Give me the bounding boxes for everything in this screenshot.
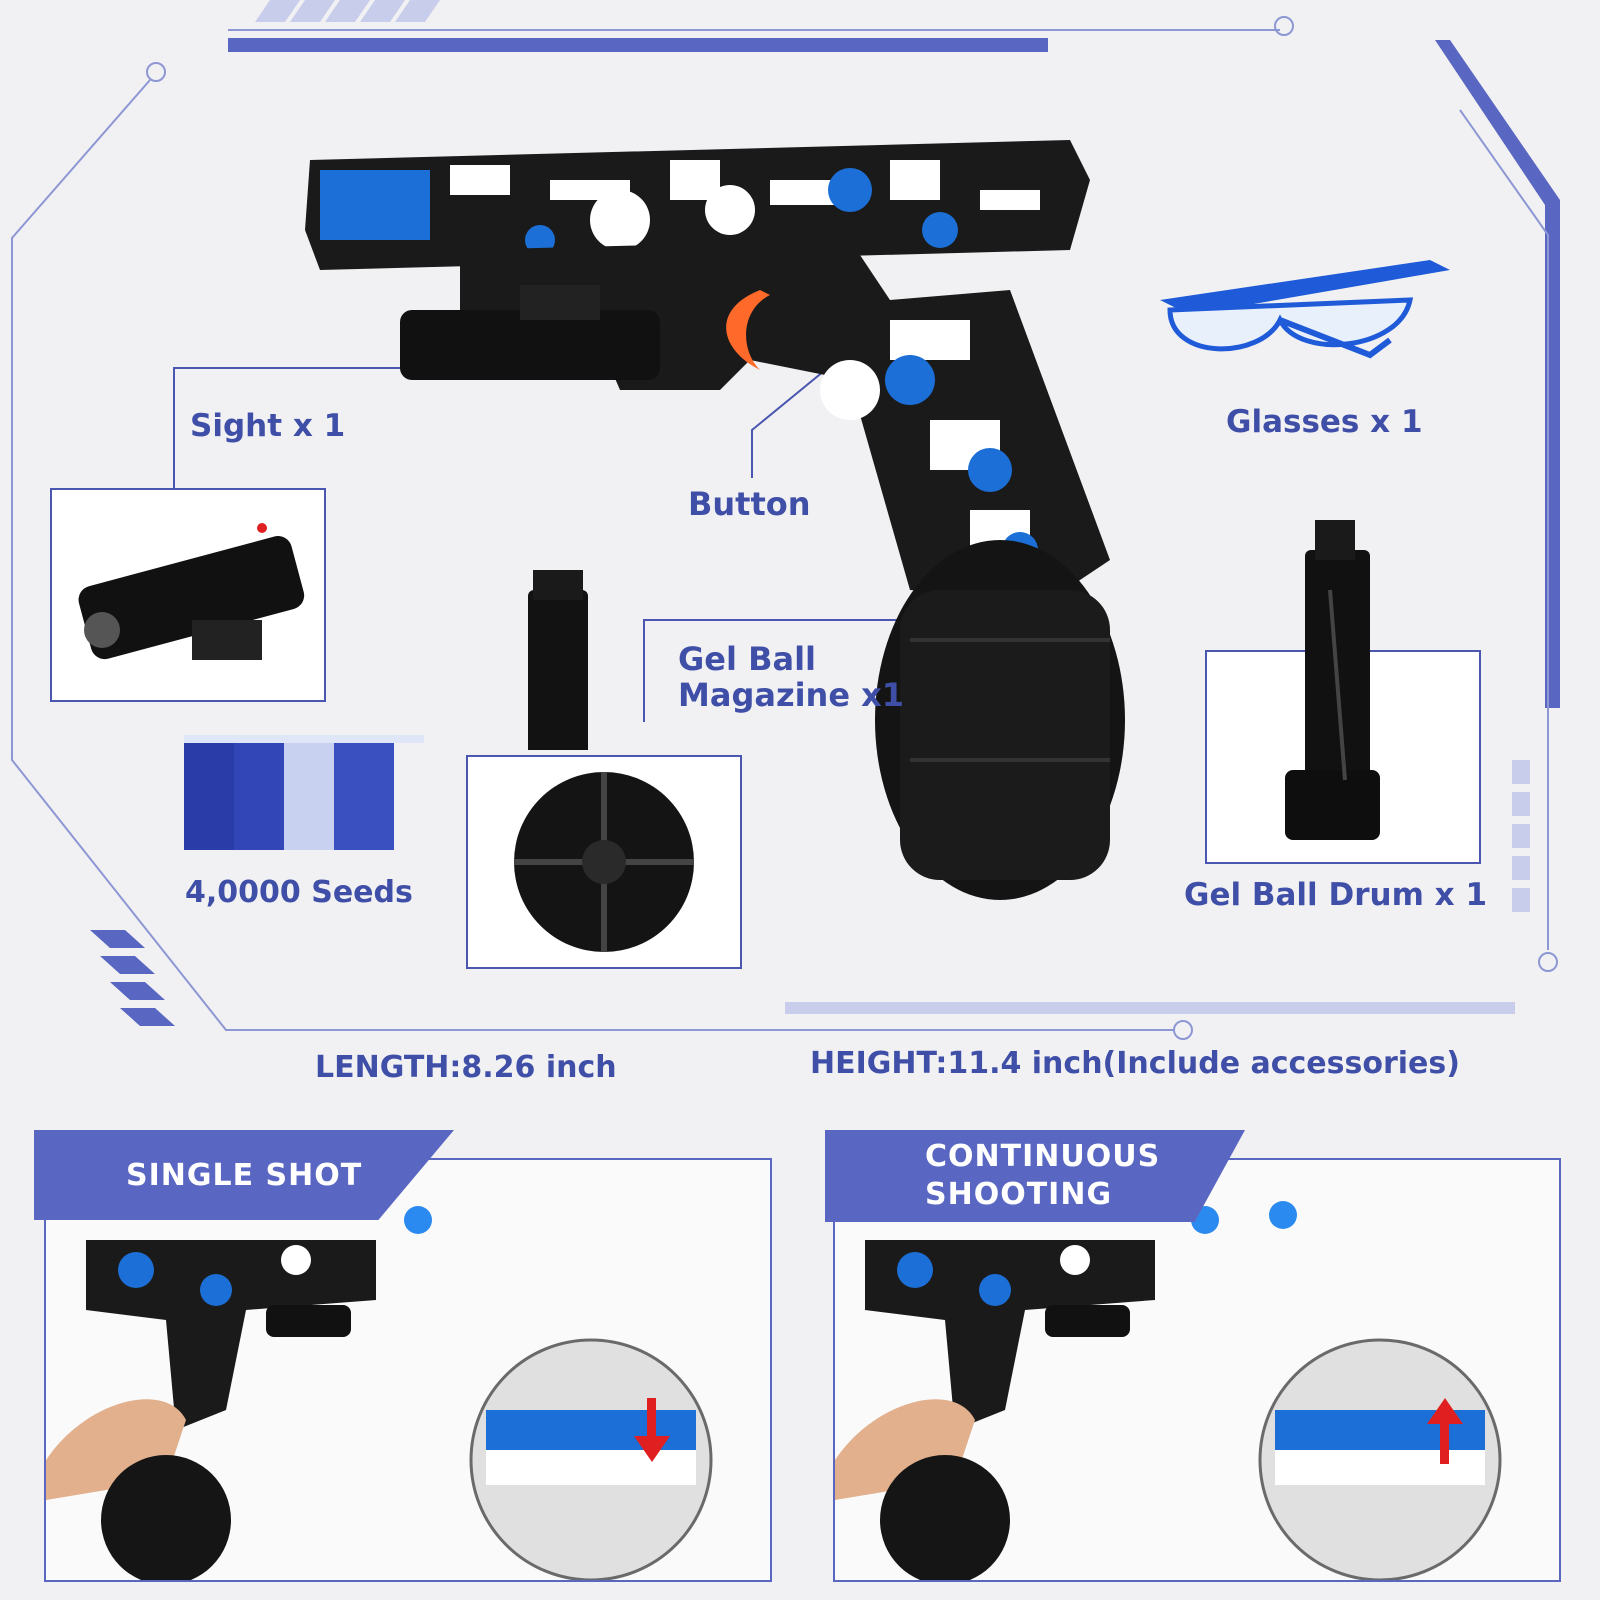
button-label: Button [688, 485, 811, 523]
magazine-label-line2: Magazine x1 [678, 676, 905, 714]
magazine-label: Gel Ball Magazine x1 [678, 641, 908, 713]
single-shot-panel [44, 1158, 772, 1582]
gel-ball-seeds-packets [184, 735, 424, 850]
safety-glasses-image [1160, 260, 1450, 359]
arrow-down-icon [634, 1398, 670, 1462]
magazine-tube-icon [528, 570, 588, 750]
continuous-shooting-tab: CONTINUOUS SHOOTING [825, 1130, 1245, 1222]
magazine-box [466, 755, 742, 969]
length-label: LENGTH:8.26 inch [315, 1050, 617, 1085]
height-label: HEIGHT:11.4 inch(Include accessories) [810, 1046, 1460, 1081]
continuous-shooting-panel [833, 1158, 1561, 1582]
continuous-tab-line1: CONTINUOUS [925, 1139, 1161, 1174]
seeds-label: 4,0000 Seeds [185, 875, 413, 910]
sight-box [50, 488, 326, 702]
flashlight-sight-icon [78, 523, 305, 660]
glasses-label: Glasses x 1 [1226, 404, 1423, 440]
magazine-label-line1: Gel Ball [678, 640, 816, 678]
sight-label: Sight x 1 [190, 408, 346, 444]
single-shot-tab: SINGLE SHOT [34, 1130, 454, 1220]
stick-magazine-icon [1285, 520, 1380, 840]
single-shot-illustration [46, 1206, 713, 1580]
gel-blaster-main-image [305, 140, 1125, 900]
drum-magazine-icon [514, 772, 694, 952]
drum-label: Gel Ball Drum x 1 [1184, 877, 1488, 913]
arrow-up-icon [1427, 1398, 1463, 1464]
continuous-tab-line2: SHOOTING [925, 1177, 1113, 1212]
continuous-shooting-illustration [835, 1201, 1502, 1580]
